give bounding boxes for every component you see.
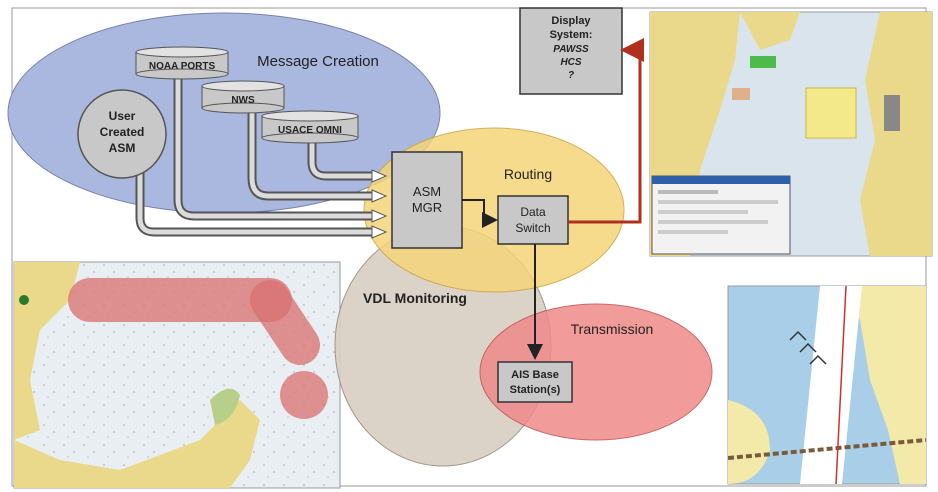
user-created-line-3: ASM (109, 141, 136, 155)
ais-base-line-1: AIS Base (511, 369, 559, 381)
source-pipes (135, 61, 388, 239)
data-switch-line-1: Data (520, 205, 546, 219)
inset-bottom-right-chart (727, 285, 927, 485)
data-switch-line-2: Switch (515, 221, 550, 235)
transmission-label: Transmission (571, 321, 654, 337)
usace-omni-source: USACE OMNI (261, 110, 359, 144)
message-creation-label: Message Creation (257, 53, 379, 70)
noaa-ports-label: NOAA PORTS (149, 61, 216, 72)
display-line-5: ? (568, 70, 574, 81)
display-line-3: PAWSS (553, 44, 589, 55)
vdl-monitoring-label: VDL Monitoring (363, 290, 467, 306)
transmission-region (479, 303, 713, 441)
asm-mgr-box: ASM MGR (391, 151, 463, 249)
inset-bottom-left-chart (13, 261, 341, 489)
display-line-1: Display (551, 15, 591, 27)
inset-top-right-chart (649, 11, 933, 257)
ais-base-line-2: Station(s) (510, 384, 561, 396)
noaa-ports-source: NOAA PORTS (135, 46, 229, 80)
routing-label: Routing (504, 166, 552, 182)
user-created-line-1: User (109, 109, 136, 123)
display-system-box: Display System: PAWSS HCS ? (519, 7, 623, 95)
display-line-2: System: (550, 29, 593, 41)
switch-to-display-arrow (568, 38, 644, 224)
display-line-4: HCS (560, 57, 581, 68)
asm-mgr-line-1: ASM (413, 184, 441, 199)
user-created-line-2: Created (100, 125, 145, 139)
connectors (462, 38, 644, 360)
asm-mgr-line-2: MGR (412, 200, 442, 215)
asm-to-switch-arrow (462, 199, 498, 228)
nws-label: NWS (231, 95, 255, 106)
usace-omni-label: USACE OMNI (278, 125, 342, 136)
data-switch-box: Data Switch (497, 195, 569, 245)
ais-base-station-box: AIS Base Station(s) (497, 361, 573, 403)
nws-source: NWS (201, 80, 285, 114)
user-created-asm-source: User Created ASM (77, 89, 167, 179)
